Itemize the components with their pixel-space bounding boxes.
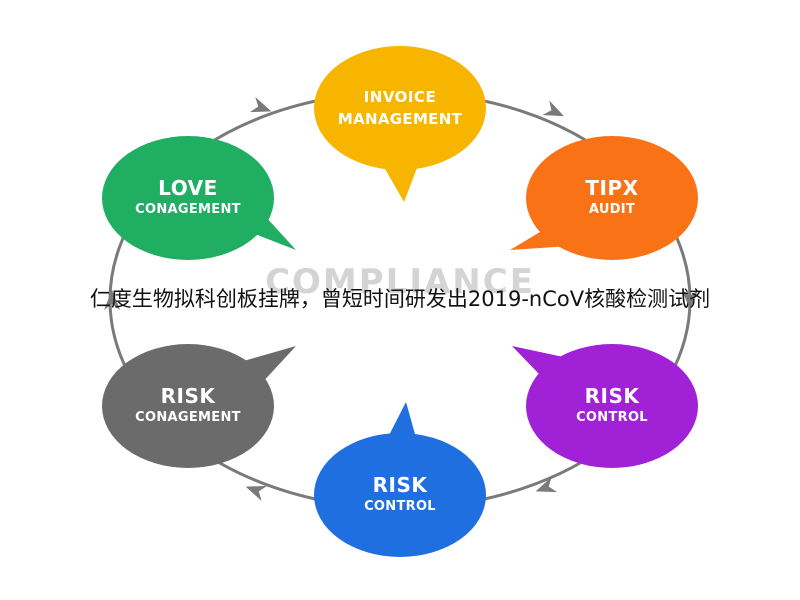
center-label: COMPLIANCE [265, 262, 535, 302]
cycle-arrowhead [682, 290, 698, 310]
headline-caption: 仁度生物拟科创板挂牌，曾短时间研发出2019-nCoV核酸检测试剂 [89, 287, 711, 311]
bubble-tail [512, 346, 568, 375]
bubble-body [526, 136, 698, 260]
bubble-body [102, 136, 274, 260]
cycle-arrowhead [542, 100, 565, 117]
bubble-risk-conagement [102, 344, 296, 468]
bubble-love-conagement [102, 136, 296, 260]
cycle-arrowhead [245, 485, 268, 501]
bubble-tail [380, 160, 420, 202]
bubble-risk-control-bottom [314, 402, 486, 557]
bubble-body [102, 344, 274, 468]
bubble-body [314, 433, 486, 557]
bubble-tipx [510, 136, 698, 260]
bubble-risk-control-right [512, 344, 698, 468]
cycle-arrowhead [104, 290, 120, 310]
bubble-body [314, 46, 486, 170]
bubble-body [526, 344, 698, 468]
cycle-arrowhead [535, 477, 558, 493]
cycle-arrowhead [249, 97, 272, 113]
bubble-invoice [314, 46, 486, 202]
